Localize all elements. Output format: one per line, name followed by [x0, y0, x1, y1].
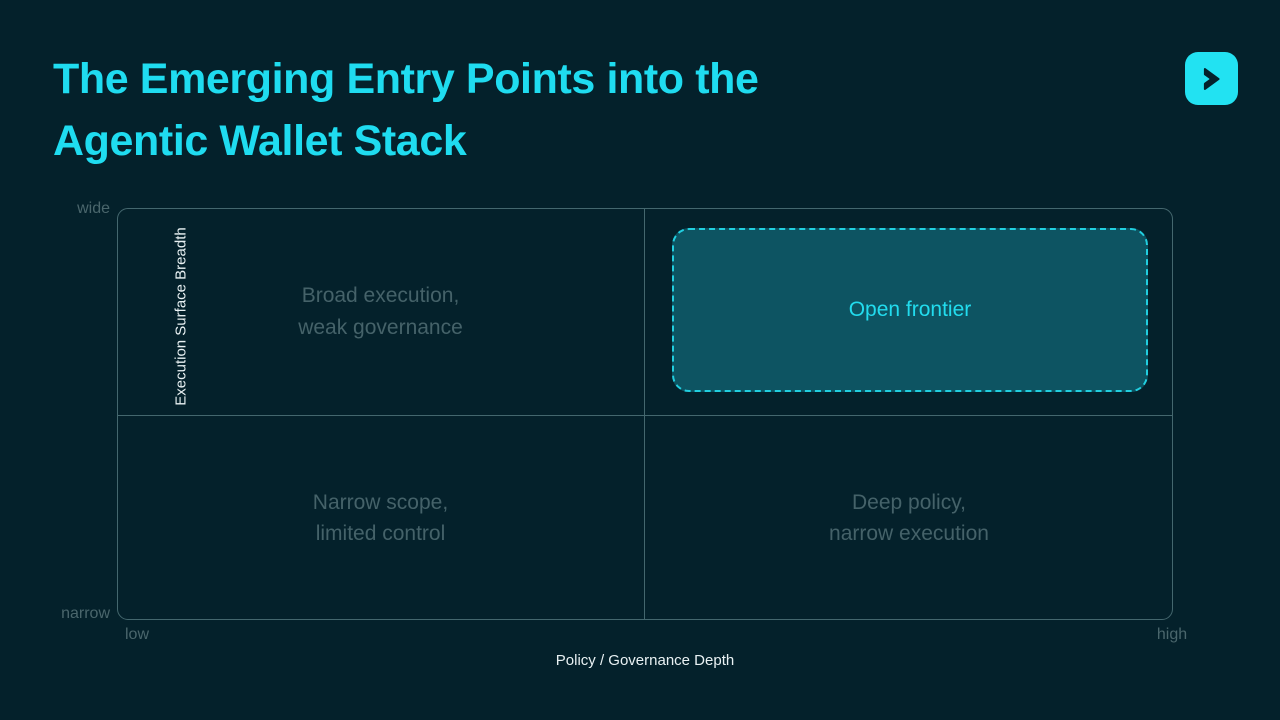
quadrant-matrix-chart: Broad execution, weak governance Narrow …	[61, 200, 1187, 669]
x-axis-tick-high: high	[1156, 626, 1188, 643]
brand-logo[interactable]	[1185, 52, 1238, 105]
quadrant-top-left[interactable]: Broad execution, weak governance	[117, 208, 644, 415]
y-axis-tick-narrow: narrow	[61, 605, 110, 622]
open-frontier-label: Open frontier	[848, 298, 972, 321]
slide-header: The Emerging Entry Points into the Agent…	[0, 0, 1280, 190]
matrix-frame	[117, 208, 1173, 620]
y-axis-title: Execution Surface Breadth	[172, 227, 190, 406]
quadrant-bottom-left-label: Narrow scope, limited control	[312, 490, 449, 545]
chevron-right-icon	[1199, 65, 1225, 93]
quadrant-top-left-label: Broad execution, weak governance	[298, 284, 463, 339]
x-axis-title: Policy / Governance Depth	[555, 652, 735, 669]
quadrant-bottom-left[interactable]: Narrow scope, limited control	[117, 416, 644, 620]
matrix-vertical-divider	[644, 208, 645, 620]
quadrant-bottom-right-label: Deep policy, narrow execution	[829, 490, 989, 545]
matrix-horizontal-divider	[117, 415, 1173, 416]
quadrant-bottom-right[interactable]: Deep policy, narrow execution	[645, 416, 1173, 620]
page-title: The Emerging Entry Points into the Agent…	[53, 55, 759, 166]
open-frontier-highlight-box[interactable]: Open frontier	[672, 228, 1148, 392]
x-axis-tick-low: low	[124, 626, 149, 643]
y-axis-tick-wide: wide	[77, 200, 110, 217]
